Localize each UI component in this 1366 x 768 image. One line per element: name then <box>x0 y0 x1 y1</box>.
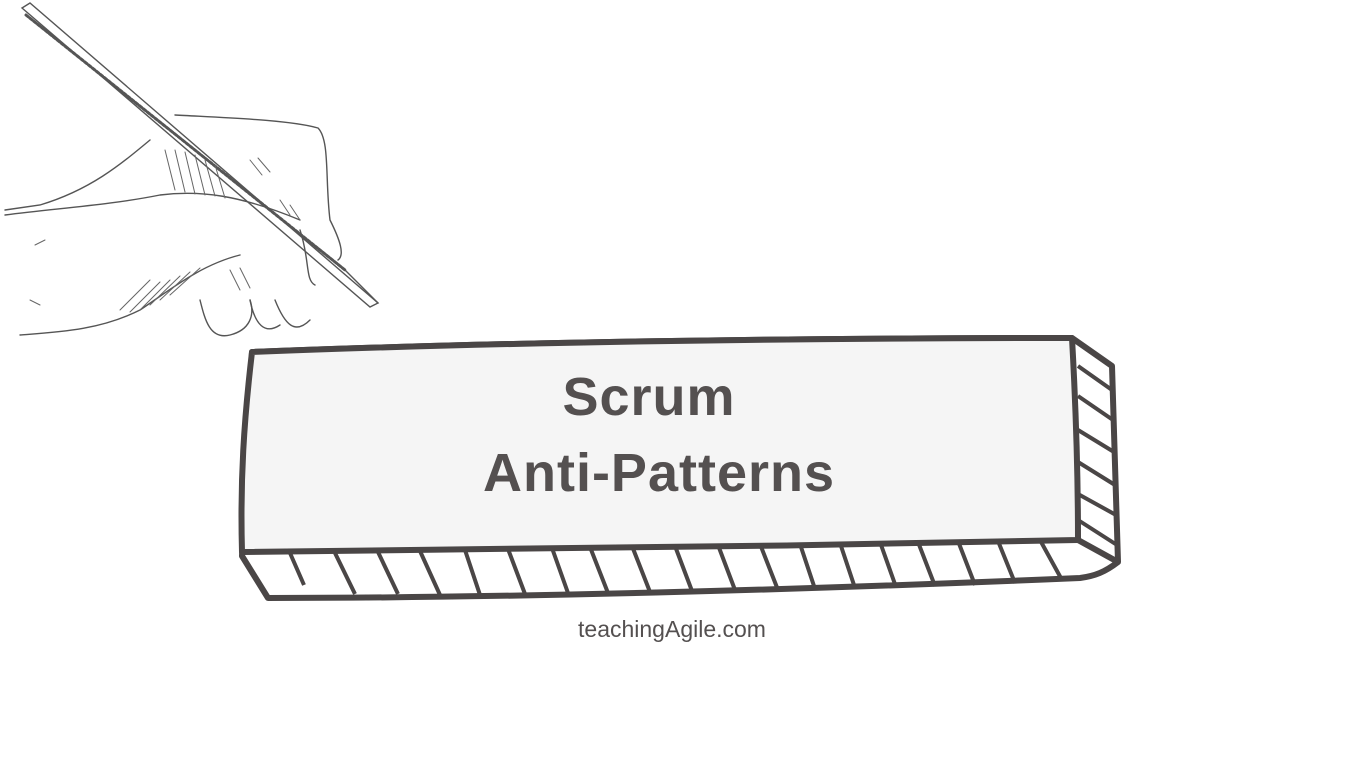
hand-pencil-illustration <box>4 2 380 337</box>
footer-site-name: teachingAgile.com <box>578 616 766 642</box>
title-line-1: Scrum <box>562 367 736 427</box>
box-slats <box>288 364 1119 596</box>
title-line-2: Anti-Patterns <box>482 443 836 503</box>
block-box <box>238 335 1121 601</box>
